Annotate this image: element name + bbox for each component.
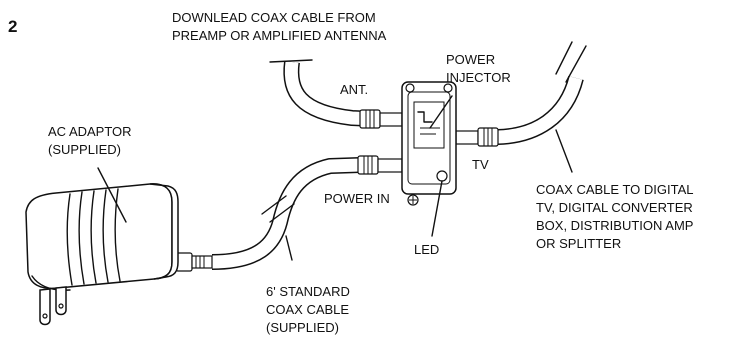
- tv-label: TV: [472, 157, 489, 172]
- tv-coax-cable: [497, 41, 587, 145]
- adaptor-plug-connector: [175, 252, 213, 272]
- power-in-connector: [357, 155, 403, 175]
- ac-adaptor-label: AC ADAPTOR (SUPPLIED): [48, 124, 135, 157]
- ac-adaptor: [25, 183, 179, 326]
- standard-coax-leader: [285, 235, 293, 261]
- step-number: 2: [8, 17, 17, 36]
- tv-cable-leader: [555, 129, 573, 173]
- power-injector-body: [401, 81, 457, 206]
- ac-adaptor-leader: [97, 167, 127, 223]
- led-indicator: [436, 170, 448, 182]
- coax-to-tv-label: COAX CABLE TO DIGITAL TV, DIGITAL CONVER…: [536, 182, 697, 251]
- power-injector-label: POWER INJECTOR: [446, 52, 511, 85]
- downlead-cable: [269, 59, 376, 127]
- led-label: LED: [414, 242, 439, 257]
- led-leader: [431, 180, 443, 237]
- power-in-label: POWER IN: [324, 191, 390, 206]
- tv-connector: [455, 127, 499, 147]
- standard-coax-label: 6' STANDARD COAX CABLE (SUPPLIED): [266, 284, 354, 335]
- power-injector-leader: [429, 95, 453, 129]
- downlead-label: DOWNLEAD COAX CABLE FROM PREAMP OR AMPLI…: [172, 10, 387, 43]
- ant-connector: [359, 109, 403, 129]
- plug-prongs-icon: [39, 286, 67, 326]
- ant-label: ANT.: [340, 82, 368, 97]
- standard-coax-cable: [211, 157, 361, 270]
